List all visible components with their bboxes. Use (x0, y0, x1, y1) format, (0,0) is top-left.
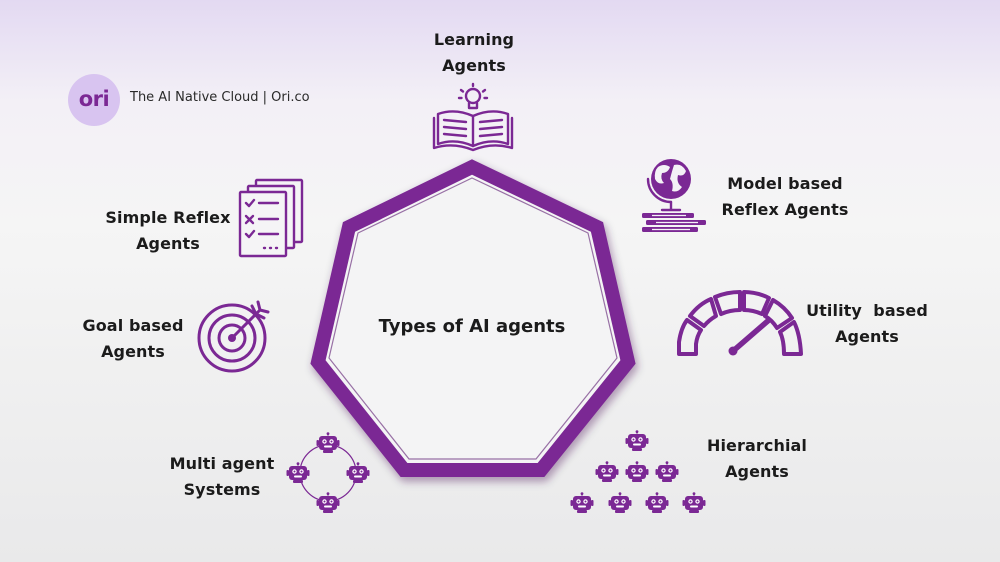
simple-reflex-label: Simple Reflex Agents (104, 205, 232, 257)
multi-agent-line1: Multi agent (169, 454, 275, 473)
utility-agents-label: Utility based Agents (805, 298, 929, 350)
multi-agent-label: Multi agent Systems (162, 451, 282, 503)
learning-agents-line2: Agents (442, 56, 506, 75)
open-book-lightbulb-icon (432, 82, 514, 152)
globe-books-icon (642, 159, 706, 232)
brand-tagline[interactable]: The AI Native Cloud | Ori.co (130, 90, 310, 105)
checklist-documents-icon (238, 178, 304, 258)
simple-reflex-line1: Simple Reflex (105, 208, 231, 227)
goal-agents-label: Goal based Agents (78, 313, 188, 365)
learning-agents-line1: Learning (433, 30, 515, 49)
model-based-agents-line1: Model based (727, 174, 843, 193)
robot-hierarchy-icon (570, 430, 706, 514)
goal-agents-line2: Agents (101, 342, 165, 361)
hierarchical-agents-line1: Hierarchial (706, 436, 808, 455)
goal-agents-line1: Goal based (82, 316, 184, 335)
gauge-icon (677, 290, 803, 356)
target-arrow-icon (197, 300, 270, 373)
robot-cycle-icon (286, 432, 370, 514)
hierarchical-agents-line2: Agents (725, 462, 789, 481)
multi-agent-line2: Systems (183, 480, 261, 499)
simple-reflex-line2: Agents (136, 234, 200, 253)
utility-agents-line1: Utility based (806, 301, 928, 320)
brand-logo[interactable]: ori (68, 74, 120, 126)
utility-agents-line2: Agents (835, 327, 899, 346)
learning-agents-label: Learning Agents (424, 27, 524, 79)
center-title: Types of AI agents (378, 316, 566, 337)
brand-logo-text: ori (78, 87, 110, 111)
model-based-agents-label: Model based Reflex Agents (720, 171, 850, 223)
model-based-agents-line2: Reflex Agents (721, 200, 849, 219)
hierarchical-agents-label: Hierarchial Agents (702, 433, 812, 485)
